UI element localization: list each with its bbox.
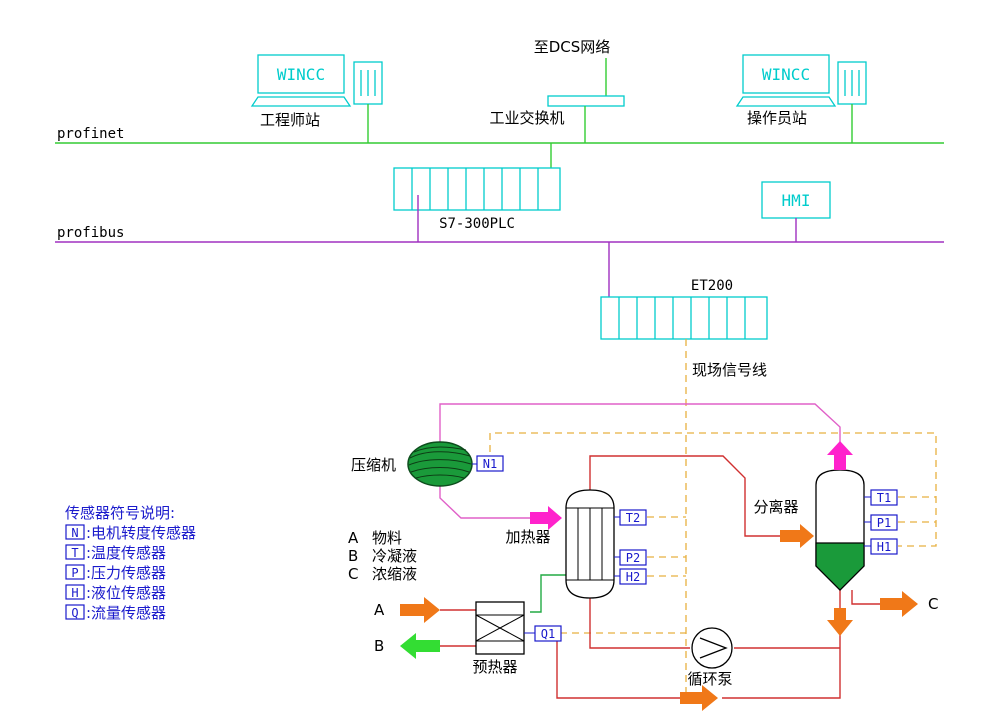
et200-rack-icon [600, 296, 768, 340]
sensor-p2-label: P2 [626, 551, 640, 565]
sensor-t2-label: T2 [626, 511, 640, 525]
hmi-panel: HMI [761, 181, 831, 242]
material-c-name: 浓缩液 [372, 565, 417, 583]
separator-inlet-arrow-icon [780, 524, 814, 548]
hmi-screen-icon [761, 181, 831, 219]
pump-icon [691, 627, 733, 669]
sensor-q1 [534, 625, 562, 642]
pump-label: 循环泵 [687, 670, 732, 688]
legend-title: 传感器符号说明: [65, 504, 175, 522]
field-signal-lines [489, 339, 937, 698]
legend-symbol-h: H [71, 586, 78, 600]
sensor-q1-label: Q1 [541, 627, 555, 641]
operator-monitor-icon [742, 54, 830, 94]
heater: 加热器 T2 P2 H2 [505, 489, 647, 599]
legend-symbol-t: T [71, 546, 78, 560]
compressor: 压缩机 N1 [351, 441, 504, 487]
feed-a-arrow-icon [400, 597, 440, 623]
legend-symbol-q: Q [71, 606, 78, 620]
engineer-station-label: 工程师站 [260, 111, 320, 129]
sensor-n1 [476, 455, 504, 472]
switch-label: 工业交换机 [489, 109, 564, 127]
et200-io: ET200 现场信号线 [600, 242, 768, 379]
concentrate-c-arrow-icon [880, 591, 918, 617]
switch-icon [547, 95, 625, 107]
sensor-h2-label: H2 [626, 570, 640, 584]
compressor-icon [407, 441, 473, 487]
stream-c-label: C [928, 595, 938, 613]
operator-keyboard-icon [735, 96, 837, 107]
material-key: A 物料 B 冷凝液 C 浓缩液 [348, 529, 417, 583]
engineer-screen-text: WINCC [277, 65, 325, 84]
legend-text-h: :液位传感器 [86, 584, 166, 602]
legend-symbol-p: P [71, 566, 78, 580]
operator-station-label: 操作员站 [747, 109, 807, 127]
legend-symbol-n: N [71, 526, 78, 540]
sensor-p1 [870, 514, 898, 531]
flow-arrows [400, 441, 918, 711]
heater-label: 加热器 [505, 528, 550, 546]
dcs-network-label: 至DCS网络 [534, 38, 611, 56]
s7-300-plc: S7-300PLC [393, 143, 561, 242]
separator-liquid-level [815, 542, 865, 591]
engineer-station: WINCC 工程师站 [250, 54, 383, 143]
operator-screen-text: WINCC [762, 65, 810, 84]
sensor-t2 [619, 509, 647, 526]
field-signal-label: 现场信号线 [692, 361, 767, 379]
preheater: 预热器 Q1 [472, 601, 562, 676]
hmi-label: HMI [782, 191, 811, 210]
legend-text-q: :流量传感器 [86, 604, 166, 622]
material-a-code: A [348, 529, 359, 547]
legend-text-p: :压力传感器 [86, 564, 166, 582]
sensor-t1-label: T1 [877, 491, 891, 505]
material-b-name: 冷凝液 [372, 547, 417, 565]
legend-text-n: :电机转度传感器 [86, 524, 196, 542]
separator-outlet-arrow-icon [827, 608, 853, 636]
compressor-label: 压缩机 [351, 456, 396, 474]
separator-label: 分离器 [753, 498, 798, 516]
sensor-legend: 传感器符号说明: N :电机转度传感器 T :温度传感器 P :压力传感器 H … [65, 504, 196, 622]
profinet-label: profinet [57, 126, 124, 142]
sensor-h1-label: H1 [877, 540, 891, 554]
sensor-p1-label: P1 [877, 516, 891, 530]
return-flow-arrow-icon [680, 685, 718, 711]
sensor-h2 [619, 568, 647, 585]
material-a-name: 物料 [372, 529, 402, 547]
operator-station: WINCC 操作员站 [735, 54, 867, 143]
process-pipes [439, 403, 880, 699]
sensor-h1 [870, 538, 898, 555]
vapor-outlet-arrow-icon [827, 441, 853, 470]
industrial-switch: 至DCS网络 工业交换机 [489, 38, 625, 143]
plc-label: S7-300PLC [439, 216, 515, 232]
sensor-n1-label: N1 [483, 457, 497, 471]
process-equipment: 压缩机 N1 加热器 T2 P2 H2 [351, 441, 898, 688]
engineer-monitor-icon [257, 54, 345, 94]
operator-tower-icon [837, 61, 867, 105]
network-layer: profinet profibus WINCC 工程师站 至DCS网络 工业交换… [55, 38, 944, 379]
stream-a-label: A [374, 601, 385, 619]
vapor-inlet-arrow-icon [530, 506, 562, 530]
material-c-code: C [348, 565, 358, 583]
sensor-p2 [619, 549, 647, 566]
circulation-pump: 循环泵 [687, 627, 733, 688]
sensor-t1 [870, 489, 898, 506]
legend-text-t: :温度传感器 [86, 544, 166, 562]
engineer-keyboard-icon [250, 96, 352, 107]
profibus-label: profibus [57, 225, 124, 241]
material-b-code: B [348, 547, 358, 565]
stream-b-label: B [374, 637, 384, 655]
et200-label: ET200 [691, 278, 733, 294]
preheater-label: 预热器 [472, 658, 517, 676]
plc-rack-icon [393, 167, 561, 211]
condensate-b-arrow-icon [400, 633, 440, 659]
separator: 分离器 T1 P1 H1 [753, 469, 898, 591]
